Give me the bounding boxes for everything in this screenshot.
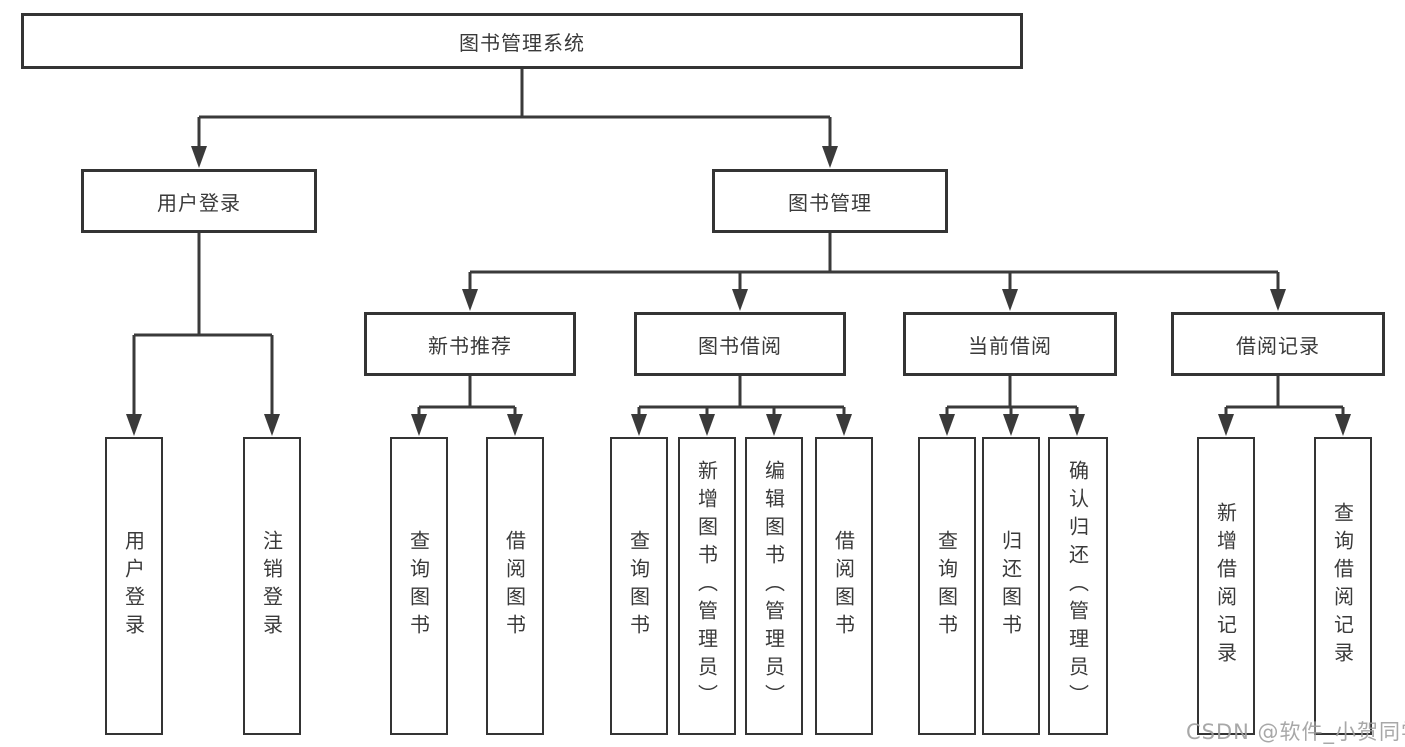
leaf-return-books: 归还图书 [982,437,1040,735]
node-book-management: 图书管理 [712,169,948,233]
csdn-watermark: CSDN @软件_小贺同学 [1186,720,1405,744]
leaf-query-books-current: 查询图书 [918,437,976,735]
leaf-query-borrow-record: 查询借阅记录 [1314,437,1372,735]
leaf-user-login: 用户登录 [105,437,163,735]
node-user-login: 用户登录 [81,169,317,233]
leaf-edit-books-admin: 编辑图书（管理员） [745,437,803,735]
leaf-query-books-borrow: 查询图书 [610,437,668,735]
leaf-add-books-admin: 新增图书（管理员） [678,437,736,735]
node-current-borrow: 当前借阅 [903,312,1117,376]
leaf-logout: 注销登录 [243,437,301,735]
leaf-borrow-books: 借阅图书 [815,437,873,735]
leaf-confirm-return-admin: 确认归还（管理员） [1048,437,1108,735]
node-borrow-records: 借阅记录 [1171,312,1385,376]
node-book-borrow: 图书借阅 [634,312,846,376]
leaf-query-books-recommend: 查询图书 [390,437,448,735]
node-new-book-recommend: 新书推荐 [364,312,576,376]
leaf-add-borrow-record: 新增借阅记录 [1197,437,1255,735]
node-library-management-system: 图书管理系统 [21,13,1023,69]
leaf-borrow-books-recommend: 借阅图书 [486,437,544,735]
